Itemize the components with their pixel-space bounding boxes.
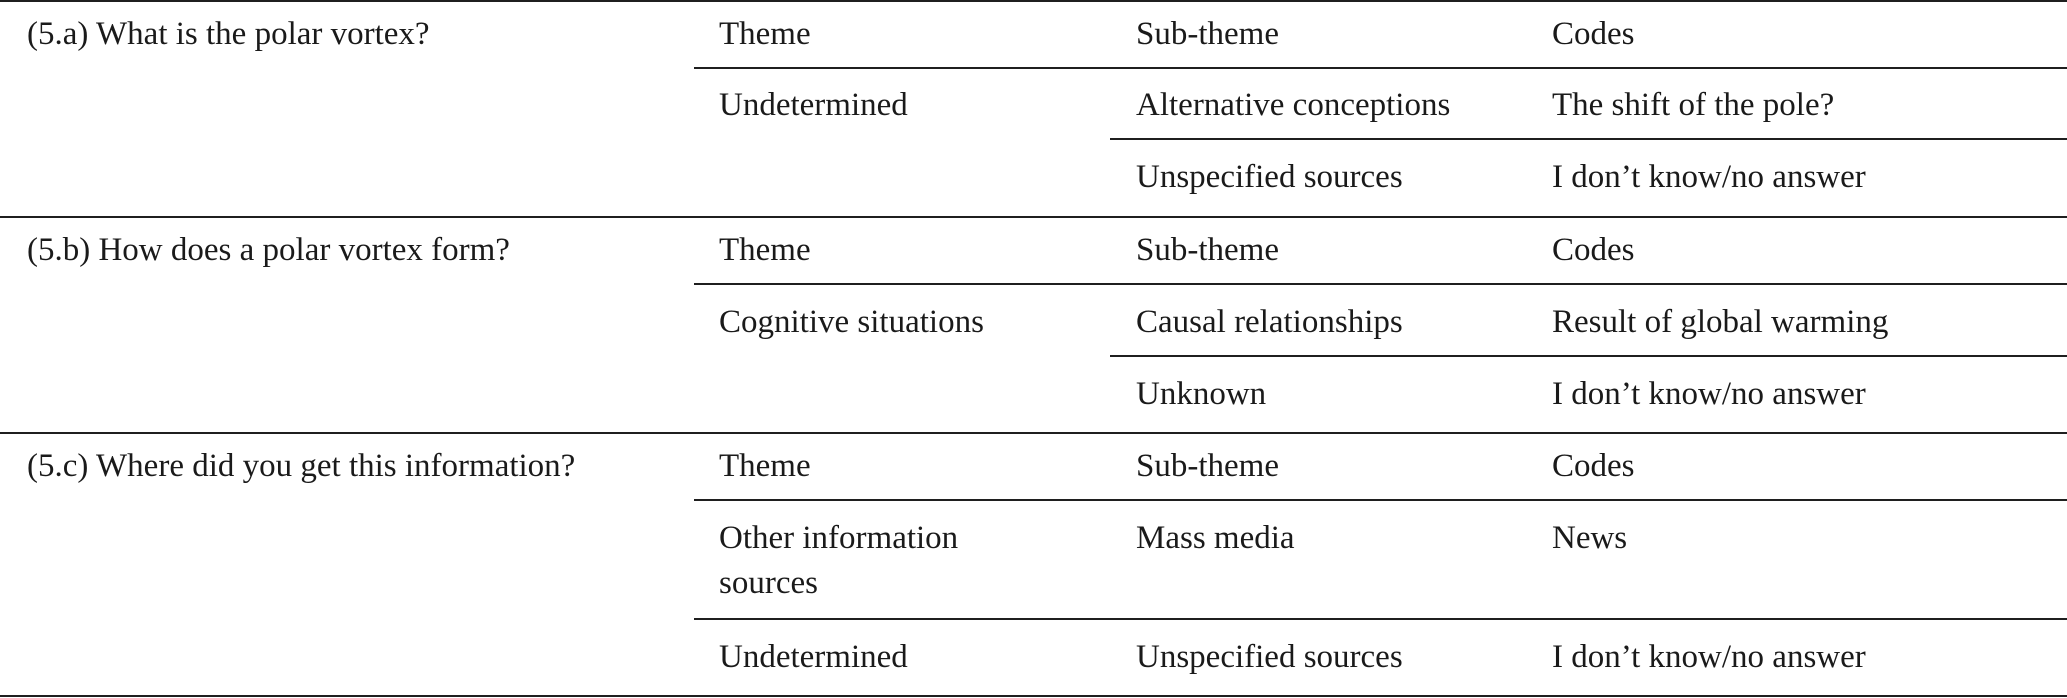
header-rule-5a [694,67,2067,69]
table-top-rule [0,0,2067,2]
header-rule-5b [694,283,2067,285]
header-codes: Codes [1552,448,1635,484]
cell-subtheme: Causal relationships [1136,304,1403,340]
section-rule-5a-5b [0,216,2067,218]
header-subtheme: Sub-theme [1136,448,1279,484]
cell-codes: I don’t know/no answer [1552,159,1866,195]
header-rule-5c [694,499,2067,501]
header-subtheme: Sub-theme [1136,232,1279,268]
section-rule-5b-5c [0,432,2067,434]
cell-codes: I don’t know/no answer [1552,639,1866,675]
cell-codes: News [1552,520,1628,556]
cell-codes: I don’t know/no answer [1552,376,1866,412]
cell-subtheme: Unspecified sources [1136,639,1403,675]
row-rule-5b [1110,355,2067,357]
row-rule-5a [1110,138,2067,140]
cell-theme-line1: Other information [719,520,959,556]
table-bottom-rule [0,695,2067,697]
cell-theme: Undetermined [719,87,908,123]
cell-codes: Result of global warming [1552,304,1889,340]
cell-subtheme: Unspecified sources [1136,159,1403,195]
cell-subtheme: Unknown [1136,376,1267,412]
cell-subtheme: Alternative conceptions [1136,87,1451,123]
cell-theme: Cognitive situations [719,304,984,340]
question-5a: (5.a) What is the polar vortex? [27,16,430,52]
cell-codes: The shift of the pole? [1552,87,1835,123]
header-theme: Theme [719,448,811,484]
cell-subtheme: Mass media [1136,520,1295,556]
header-subtheme: Sub-theme [1136,16,1279,52]
cell-theme-line2: sources [719,565,818,601]
question-5c: (5.c) Where did you get this information… [27,448,576,484]
header-codes: Codes [1552,16,1635,52]
question-5b: (5.b) How does a polar vortex form? [27,232,510,268]
header-codes: Codes [1552,232,1635,268]
row-rule-5c [694,618,2067,620]
header-theme: Theme [719,16,811,52]
header-theme: Theme [719,232,811,268]
cell-theme: Undetermined [719,639,908,675]
